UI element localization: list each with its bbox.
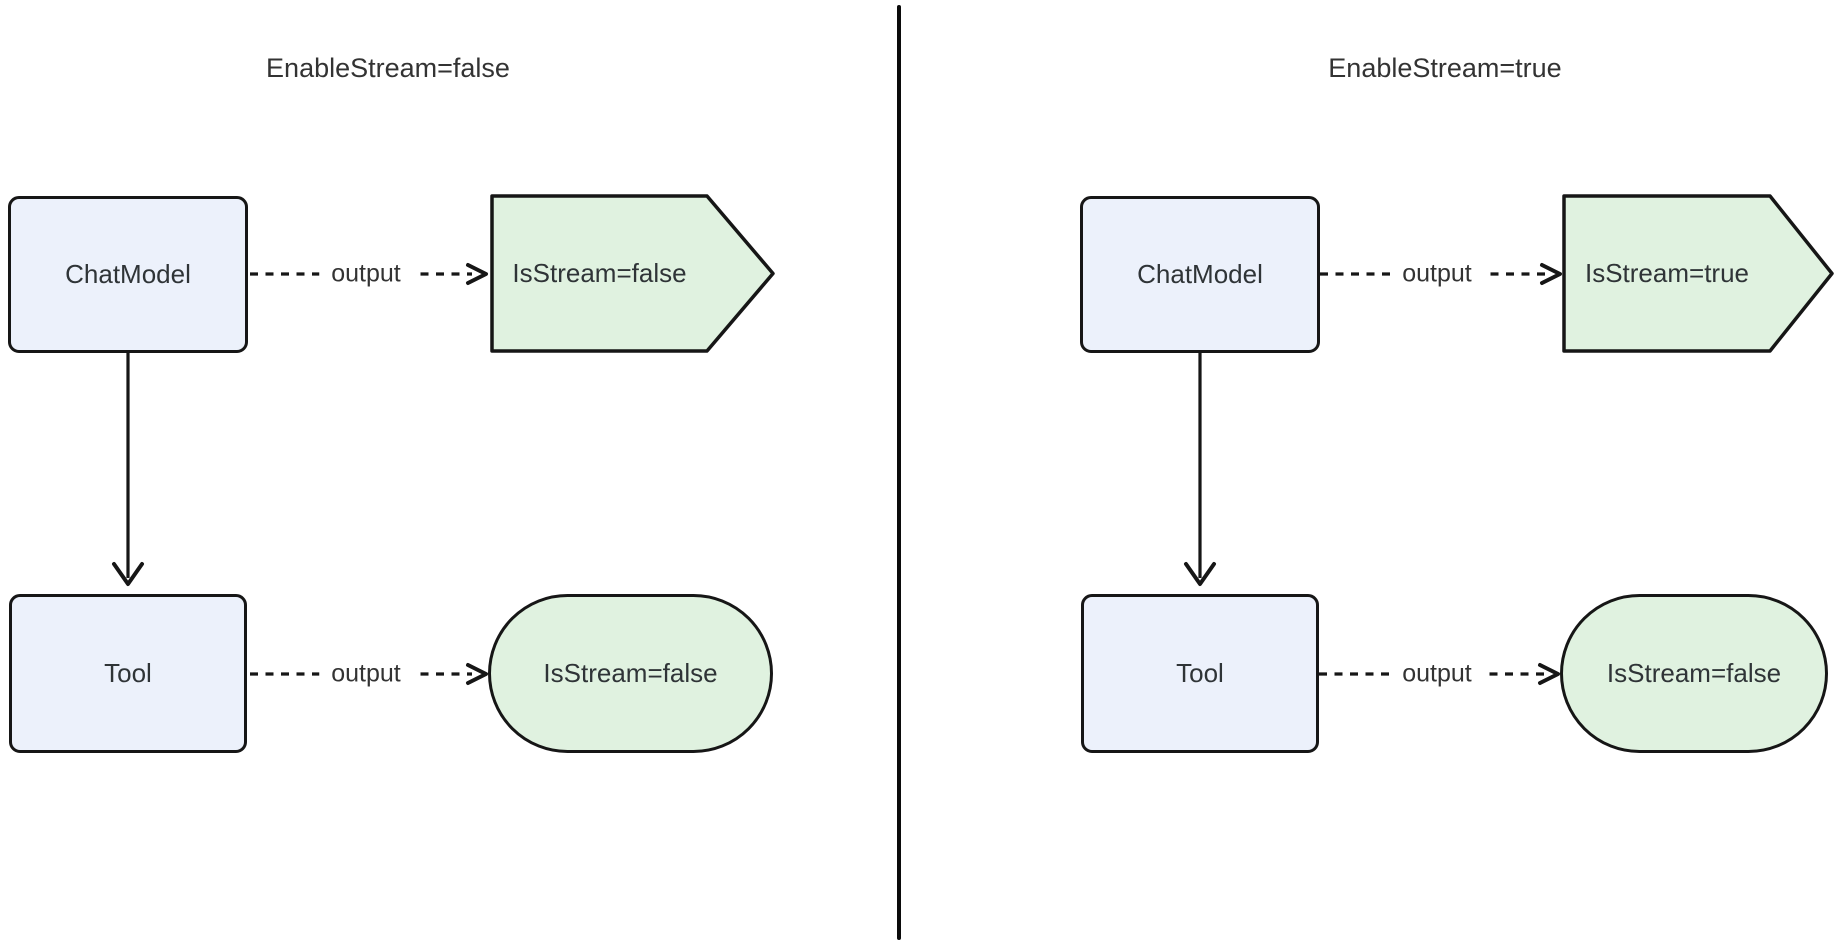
panel-enablestream-true: EnableStream=true ChatModel IsStream=tru… — [902, 0, 1840, 944]
panel-title: EnableStream=false — [266, 53, 510, 83]
chatmodel-label: ChatModel — [1137, 259, 1263, 289]
chat-result-node: IsStream=true — [1562, 194, 1834, 353]
pentagon-shape — [490, 194, 775, 353]
tool-label: Tool — [104, 658, 152, 688]
panel-divider-line — [897, 5, 901, 940]
edge-label-output: output — [1390, 659, 1484, 689]
tool-result-node: IsStream=false — [1560, 594, 1828, 753]
tool-result-label: IsStream=false — [1606, 658, 1782, 688]
chat-result-node: IsStream=false — [490, 194, 775, 353]
chat-result-label: IsStream=false — [512, 258, 687, 288]
edge-label-output: output — [1390, 259, 1484, 289]
tool-result-node: IsStream=false — [488, 594, 773, 753]
tool-node: Tool — [1081, 594, 1319, 753]
solid-arrow-chatmodel-to-tool — [112, 352, 144, 586]
chat-result-label: IsStream=true — [1584, 258, 1749, 288]
chatmodel-node: ChatModel — [1080, 196, 1320, 353]
panel-enablestream-false: EnableStream=false ChatModel IsStream=fa… — [0, 0, 898, 944]
chatmodel-label: ChatModel — [65, 259, 191, 289]
chatmodel-node: ChatModel — [8, 196, 248, 353]
tool-node: Tool — [9, 594, 247, 753]
pentagon-shape — [1562, 194, 1834, 353]
edge-label-output: output — [319, 659, 413, 689]
tool-result-label: IsStream=false — [543, 658, 718, 688]
edge-label-output: output — [319, 259, 413, 289]
panel-title: EnableStream=true — [1328, 53, 1562, 83]
tool-label: Tool — [1176, 658, 1224, 688]
solid-arrow-chatmodel-to-tool — [1184, 352, 1216, 586]
